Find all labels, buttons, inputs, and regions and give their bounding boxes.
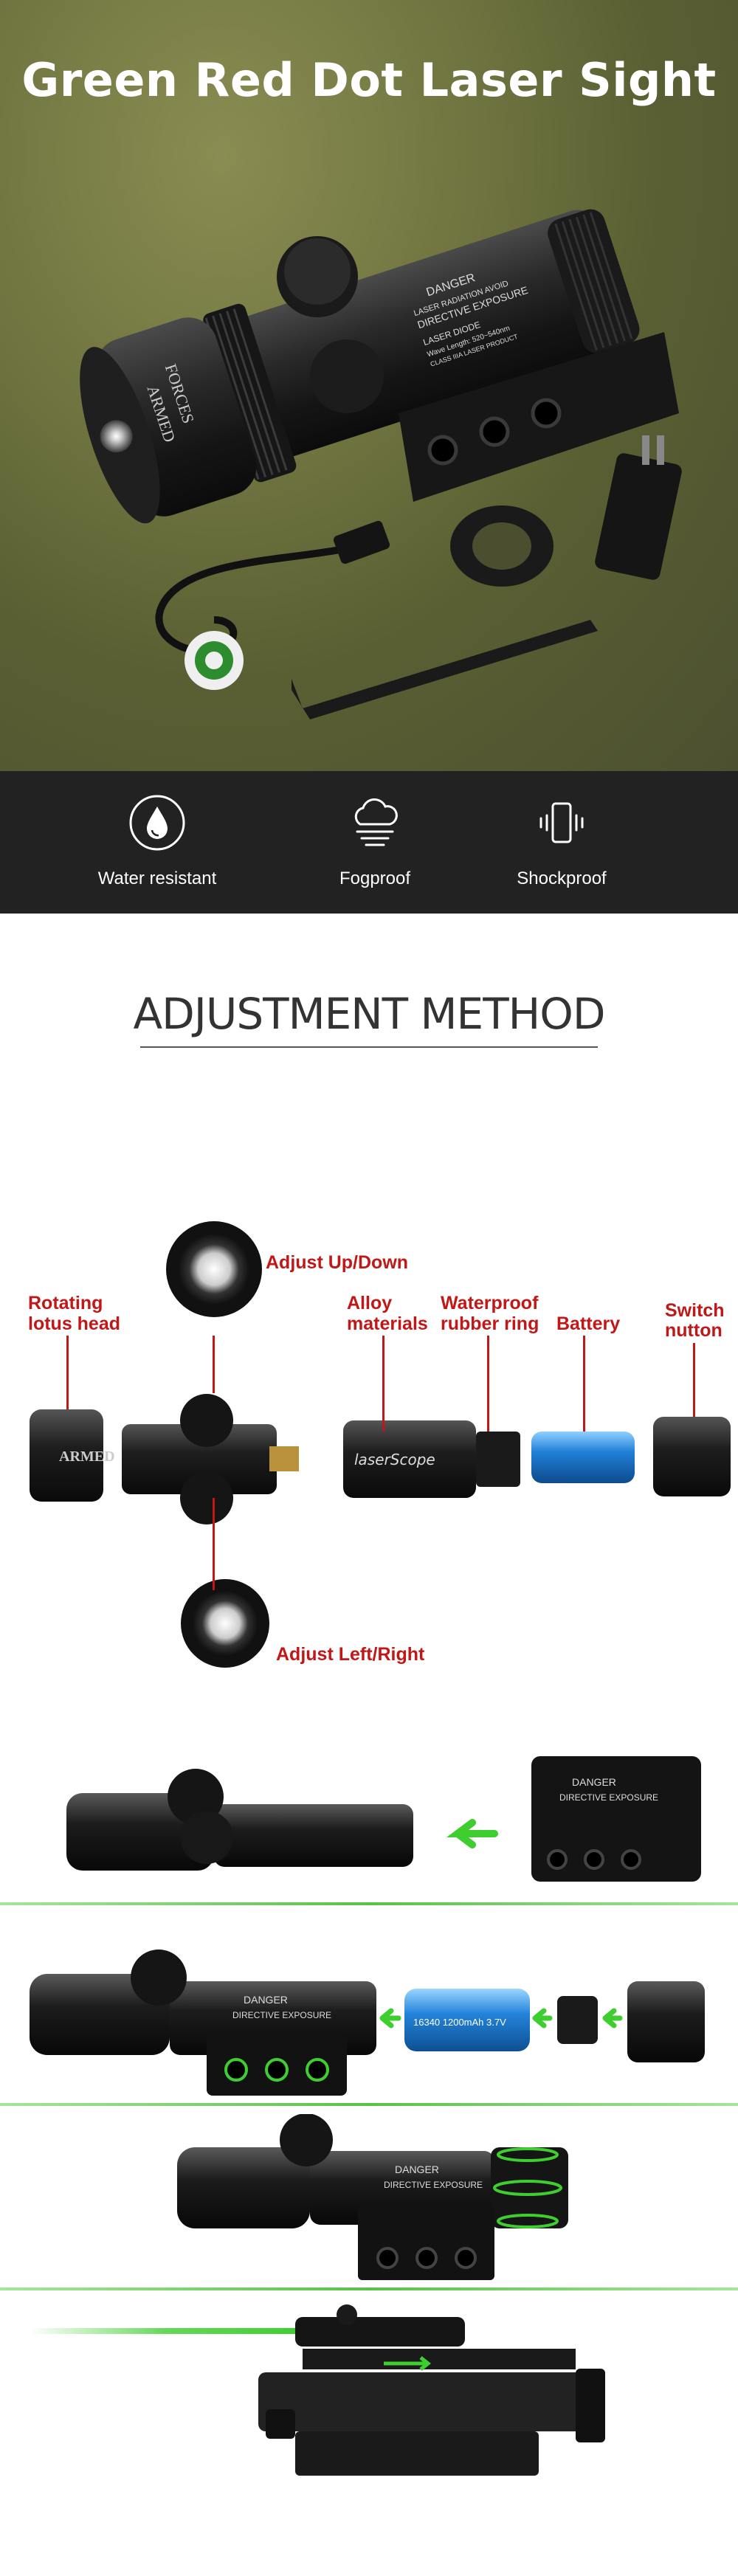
title-underline xyxy=(140,1046,598,1048)
lotus-armed-marking: ARMED xyxy=(59,1448,115,1465)
step-4-mounted-on-rail xyxy=(30,2304,605,2476)
label-switch-line1: Switch xyxy=(665,1300,725,1321)
feature-shockproof: Shockproof xyxy=(466,793,658,889)
laser-sight-product-image: DANGER LASER RADIATION AVOID DIRECTIVE E… xyxy=(80,209,682,719)
step1-exposure-marking: DIRECTIVE EXPOSURE xyxy=(559,1792,658,1803)
step3-exposure-marking: DIRECTIVE EXPOSURE xyxy=(384,2180,483,2190)
green-divider-2 xyxy=(0,2103,738,2106)
green-divider-1 xyxy=(0,1902,738,1905)
green-divider-3 xyxy=(0,2287,738,2290)
exploded-diagram: ARMED laserScope xyxy=(30,1221,731,1668)
label-lotus-line1: Rotating xyxy=(28,1293,103,1313)
brand-marking: laserScope xyxy=(354,1451,435,1468)
pointer-line-battery xyxy=(583,1336,585,1432)
step2-danger-marking: DANGER xyxy=(244,1994,288,2006)
label-rubber-line1: Waterproof xyxy=(441,1293,539,1313)
step-3-assembled-sight: DANGER DIRECTIVE EXPOSURE xyxy=(177,2114,568,2280)
label-adjust-up-down: Adjust Up/Down xyxy=(266,1252,409,1273)
label-switch-line2: nutton xyxy=(665,1320,723,1341)
step2-exposure-marking: DIRECTIVE EXPOSURE xyxy=(232,2010,331,2020)
water-drop-icon xyxy=(129,795,185,851)
step1-danger-marking: DANGER xyxy=(572,1776,616,1788)
pointer-line-up-down xyxy=(213,1336,215,1393)
label-battery: Battery xyxy=(556,1313,621,1334)
pointer-line-alloy xyxy=(382,1336,384,1432)
pointer-line-left-right xyxy=(213,1498,215,1590)
label-rubber-line2: rubber ring xyxy=(441,1313,539,1334)
label-alloy-line2: materials xyxy=(347,1313,428,1334)
feature-label: Shockproof xyxy=(517,869,607,888)
hero-title: Green Red Dot Laser Sight xyxy=(21,53,717,107)
hero-banner: Green Red Dot Laser Sight xyxy=(0,0,738,771)
feature-label: Fogproof xyxy=(339,869,411,888)
adjustment-title: ADJUSTMENT METHOD xyxy=(133,989,605,1039)
feature-label: Water resistant xyxy=(97,869,217,888)
feature-water-resistant: Water resistant xyxy=(61,793,253,889)
feature-fogproof: Fogproof xyxy=(279,793,471,889)
step-2-battery-install: DANGER DIRECTIVE EXPOSURE 16340 1200mAh … xyxy=(30,1950,705,2096)
battery-marking: 16340 1200mAh 3.7V xyxy=(413,2017,506,2028)
label-lotus-line2: lotus head xyxy=(28,1313,121,1334)
pointer-line-switch xyxy=(693,1343,695,1417)
cloud-fog-icon xyxy=(354,798,398,846)
label-adjust-left-right: Adjust Left/Right xyxy=(276,1644,425,1665)
phone-vibrate-icon xyxy=(539,802,584,843)
label-alloy-line1: Alloy xyxy=(347,1293,393,1313)
pointer-line-rubber xyxy=(487,1336,489,1432)
step-1-mount-assembly: DANGER DIRECTIVE EXPOSURE xyxy=(66,1756,701,1882)
pointer-line-lotus xyxy=(66,1336,69,1409)
feature-band: Water resistant Fogproof Shockproof xyxy=(0,771,738,914)
step3-danger-marking: DANGER xyxy=(395,2164,439,2175)
